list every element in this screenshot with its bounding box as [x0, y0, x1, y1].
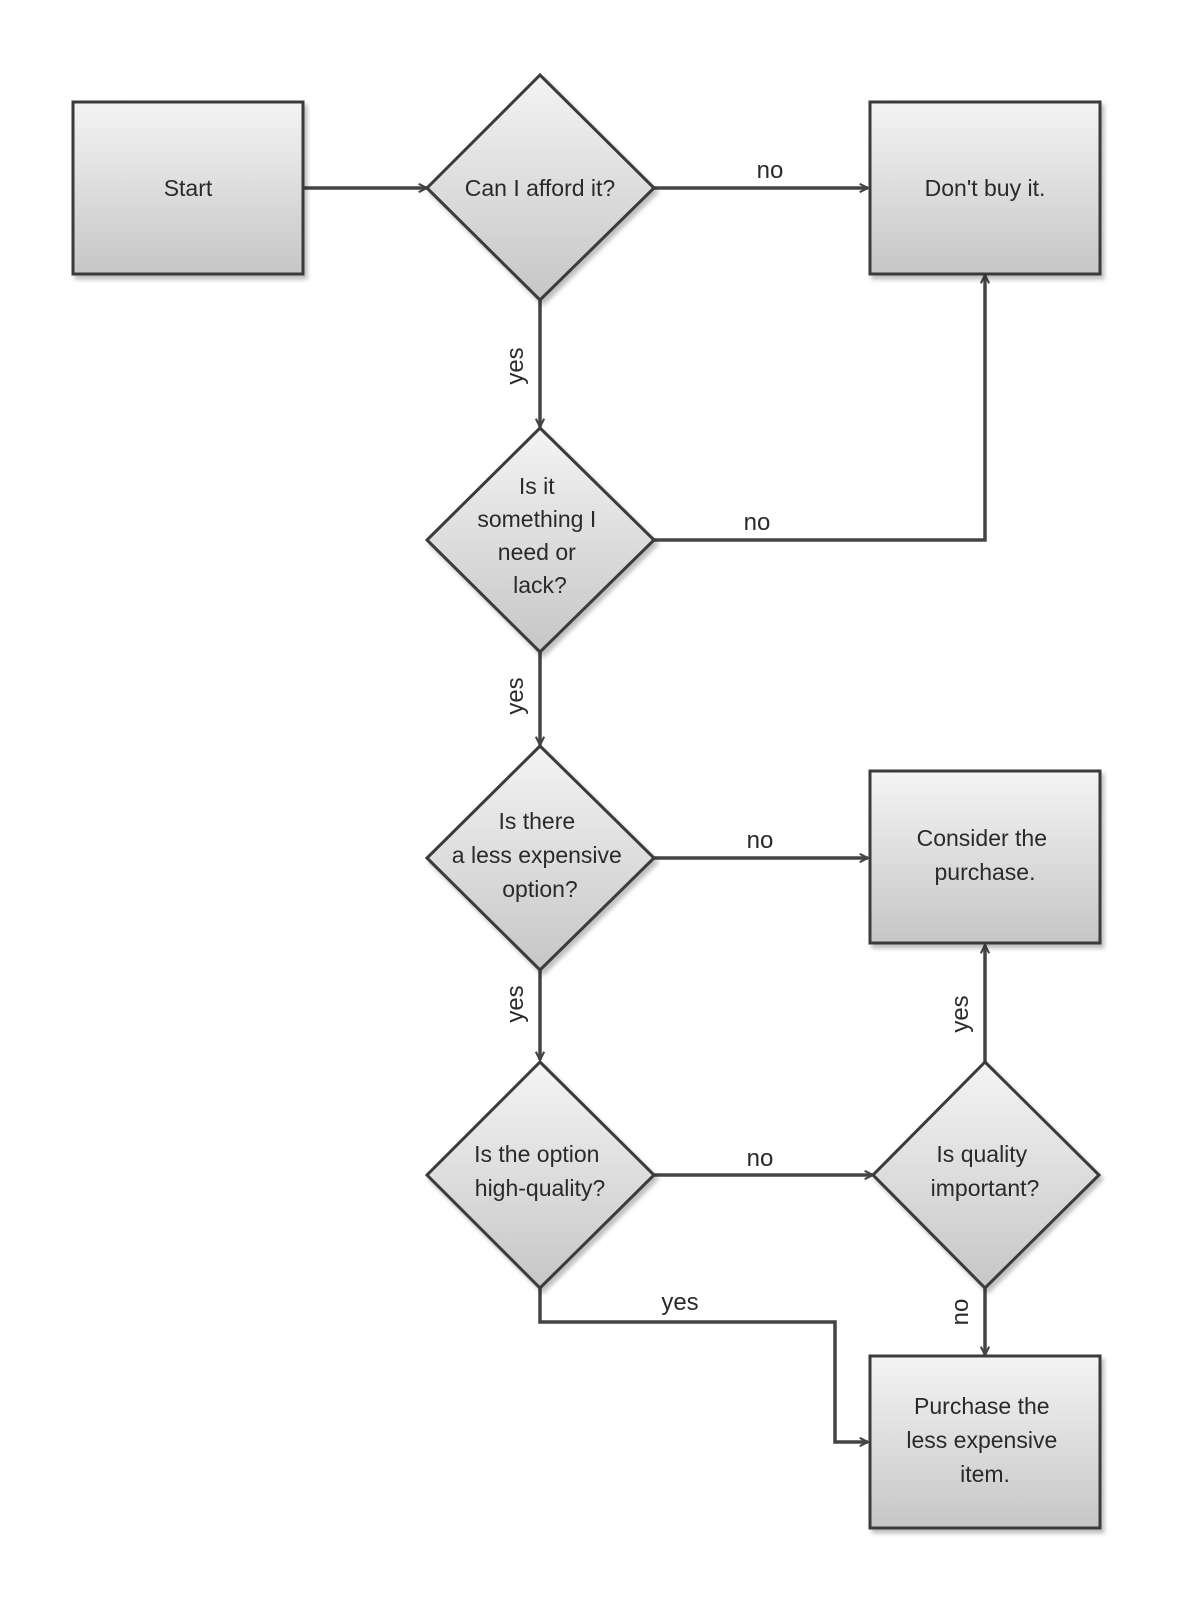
decision-high-quality-line-1: Is the option — [474, 1141, 599, 1167]
node-start: Start — [71, 100, 305, 276]
decision-quality-important-line-1: Is quality — [936, 1141, 1027, 1167]
node-consider: Consider the purchase. — [868, 769, 1102, 945]
node-dont-buy-box — [868, 100, 1102, 276]
node-consider-box — [868, 769, 1102, 945]
decision-less-expensive-line-2: a less expensive — [452, 842, 622, 868]
node-purchase-less: Purchase the less expensive item. — [868, 1354, 1102, 1530]
decision-less-expensive: Is there a less expensive option? — [424, 743, 657, 973]
decision-need: Is it something I need or lack? — [424, 425, 657, 655]
node-dont-buy-line-1: Don't buy it. — [925, 175, 1046, 201]
node-purchase-less-line-1: Purchase the — [914, 1393, 1050, 1419]
decision-need-line-4: lack? — [513, 572, 567, 598]
node-dont-buy: Don't buy it. — [868, 100, 1102, 276]
label-less-yes: yes — [502, 985, 529, 1022]
node-dont-buy-text: Don't buy it. — [925, 175, 1046, 201]
decision-need-line-1: Is it — [519, 473, 555, 499]
decision-less-expensive-text: Is there a less expensive option? — [452, 808, 628, 902]
decision-quality-important-diamond — [870, 1059, 1102, 1291]
decision-afford: Can I afford it? — [424, 72, 657, 303]
decision-need-text: Is it something I need or lack? — [477, 473, 602, 598]
label-afford-no: no — [757, 157, 784, 184]
decision-need-line-2: something I — [477, 506, 596, 532]
node-consider-line-2: purchase. — [934, 859, 1035, 885]
label-quality-no: no — [747, 1145, 774, 1172]
node-start-text: Start — [164, 175, 213, 201]
decision-quality-important-text: Is quality important? — [931, 1141, 1040, 1201]
node-consider-line-1: Consider the — [917, 825, 1047, 851]
decision-need-line-3: need or — [498, 539, 576, 565]
decision-afford-text: Can I afford it? — [465, 175, 615, 201]
decision-high-quality-diamond — [424, 1059, 657, 1291]
label-need-no: no — [744, 509, 771, 536]
node-purchase-less-text: Purchase the less expensive item. — [906, 1393, 1063, 1487]
decision-afford-diamond — [424, 72, 657, 303]
edge-quality-yes — [538, 1288, 868, 1442]
edges — [303, 188, 985, 1442]
edge-labels: no yes no yes no yes no yes yes no — [502, 157, 974, 1325]
decision-less-expensive-line-1: Is there — [498, 808, 575, 834]
nodes: Start Can I afford it? Don't buy it. Is … — [71, 72, 1102, 1530]
node-start-line-1: Start — [164, 175, 213, 201]
decision-afford-line-1: Can I afford it? — [465, 175, 615, 201]
label-quality-yes: yes — [661, 1289, 698, 1316]
label-need-yes: yes — [502, 677, 529, 714]
decision-need-diamond — [424, 425, 657, 655]
label-afford-yes: yes — [502, 347, 529, 384]
decision-quality-important-line-2: important? — [931, 1175, 1040, 1201]
label-important-no: no — [947, 1299, 974, 1326]
decision-less-expensive-diamond — [424, 743, 657, 973]
edge-need-no — [654, 275, 985, 542]
node-purchase-less-box — [868, 1354, 1102, 1530]
node-start-box — [71, 100, 305, 276]
label-less-no: no — [747, 827, 774, 854]
decision-high-quality-line-2: high-quality? — [475, 1175, 605, 1201]
decision-high-quality: Is the option high-quality? — [424, 1059, 657, 1291]
decision-high-quality-text: Is the option high-quality? — [474, 1141, 606, 1201]
node-consider-text: Consider the purchase. — [917, 825, 1054, 885]
decision-less-expensive-line-3: option? — [502, 876, 577, 902]
node-purchase-less-line-2: less expensive — [906, 1427, 1057, 1453]
node-purchase-less-line-3: item. — [960, 1461, 1010, 1487]
decision-quality-important: Is quality important? — [870, 1059, 1102, 1291]
label-important-yes: yes — [947, 995, 974, 1032]
